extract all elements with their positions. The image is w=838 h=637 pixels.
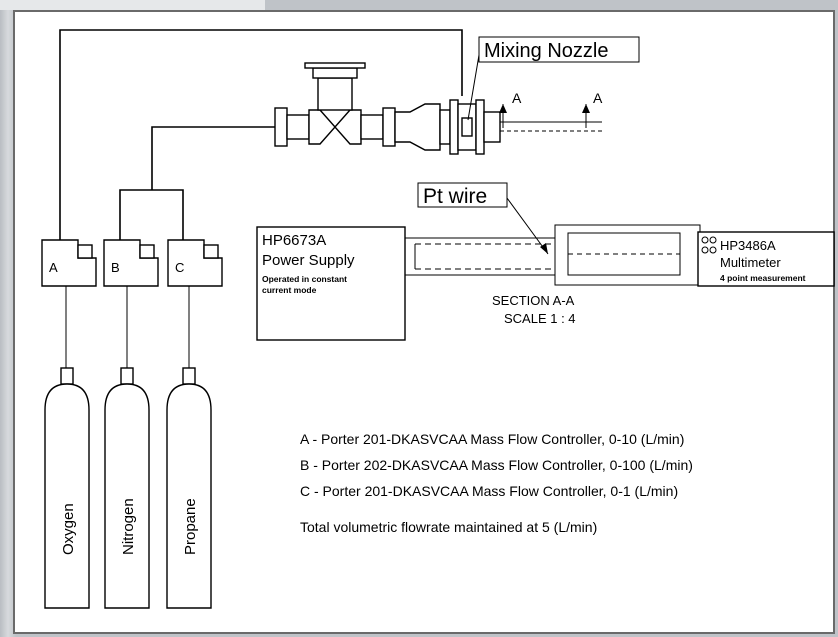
multimeter-box: HP3486A Multimeter 4 point measurement [697,231,835,287]
multimeter-model: HP3486A [720,238,776,253]
section-marker-right: A [593,90,603,106]
power-supply-box: HP6673A Power Supply Operated in constan… [256,226,406,341]
oxygen-line [59,29,463,240]
pt-wire-label: Pt wire [423,185,487,208]
cylinder-nitrogen-label: Nitrogen [120,498,137,555]
section-markers: A A [499,90,603,128]
legend-item-a: A - Porter 201-DKASVCAA Mass Flow Contro… [300,431,684,447]
cylinder-propane: Propane [166,367,212,609]
controller-c-label: C [175,260,184,275]
tubing-lines [59,29,463,368]
mixing-nozzle-label: Mixing Nozzle [484,40,608,62]
tee-fitting [274,62,396,147]
legend-item-b: B - Porter 202-DKASVCAA Mass Flow Contro… [300,457,693,473]
power-supply-model: HP6673A [262,232,326,249]
multimeter-name: Multimeter [720,255,781,270]
legend: A - Porter 201-DKASVCAA Mass Flow Contro… [300,431,693,535]
power-supply-note-2: current mode [262,285,317,295]
controller-b-label: B [111,260,120,275]
fuel-feed-line [151,126,275,190]
section-title: SECTION A-A [492,293,575,308]
multimeter-note: 4 point measurement [720,273,806,283]
controller-c: C [167,239,223,287]
cylinder-propane-label: Propane [182,498,199,555]
controller-b: B [103,239,159,287]
power-supply-note-1: Operated in constant [262,274,347,284]
power-supply-name: Power Supply [262,252,355,269]
mixing-nozzle-callout: Mixing Nozzle [467,36,640,121]
cylinder-nitrogen: Nitrogen [104,367,150,609]
controller-a-label: A [49,260,58,275]
section-assembly [404,197,717,286]
section-marker-left: A [512,90,522,106]
legend-item-c: C - Porter 201-DKASVCAA Mass Flow Contro… [300,483,678,499]
section-scale: SCALE 1 : 4 [504,311,576,326]
nozzle-body [394,99,602,155]
controller-a: A [41,239,97,287]
total-flow-note: Total volumetric flowrate maintained at … [300,519,597,535]
cylinder-oxygen: Oxygen [44,367,90,609]
pt-wire-callout: Pt wire [417,182,508,208]
fuel-manifold-line [119,189,184,240]
top-tab-strip [0,0,265,10]
cylinder-oxygen-label: Oxygen [60,503,77,555]
